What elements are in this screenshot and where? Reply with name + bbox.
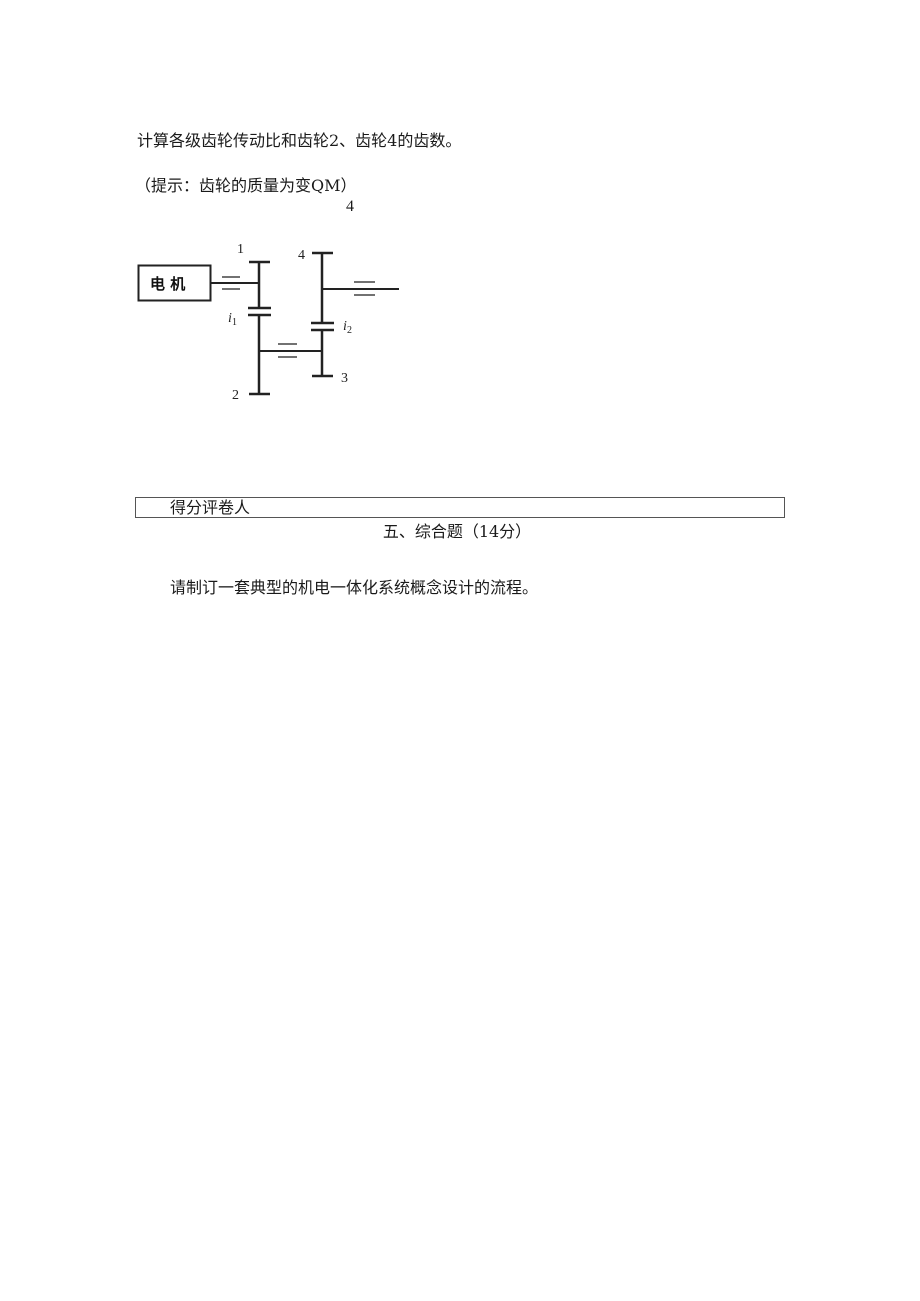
svg-text:2: 2: [347, 325, 352, 336]
gear-2: [248, 313, 271, 396]
gear-1: [248, 260, 271, 310]
svg-text:i: i: [228, 311, 232, 326]
gear-4-label: 4: [298, 248, 305, 263]
ratio-i1-label: i 1: [228, 311, 237, 328]
hint-text: （提示：齿轮的质量为变QM）: [135, 176, 357, 195]
gear-3: [311, 328, 334, 378]
svg-text:1: 1: [232, 317, 237, 328]
task-text: 请制订一套典型的机电一体化系统概念设计的流程。: [170, 578, 539, 597]
gear-1-label: 1: [237, 242, 244, 257]
section-title-text: 五、综合题（14分）: [382, 522, 532, 541]
ratio-i2-label: i 2: [343, 319, 352, 336]
score-table: [135, 497, 785, 518]
motor-box: 电 机: [137, 264, 212, 302]
gear-2-label: 2: [232, 388, 239, 403]
section-title: 五、综合题（14分）: [0, 522, 920, 542]
score-table-label: 得分评卷人: [170, 498, 251, 517]
svg-text:i: i: [343, 319, 347, 334]
gear-3-label: 3: [341, 371, 348, 386]
gear-train-diagram: 电 机: [130, 235, 420, 410]
question-intro-text: 计算各级齿轮传动比和齿轮2、齿轮4的齿数。: [137, 131, 462, 150]
hint-subscript: 4: [346, 198, 354, 215]
motor-label: 电 机: [150, 275, 185, 293]
